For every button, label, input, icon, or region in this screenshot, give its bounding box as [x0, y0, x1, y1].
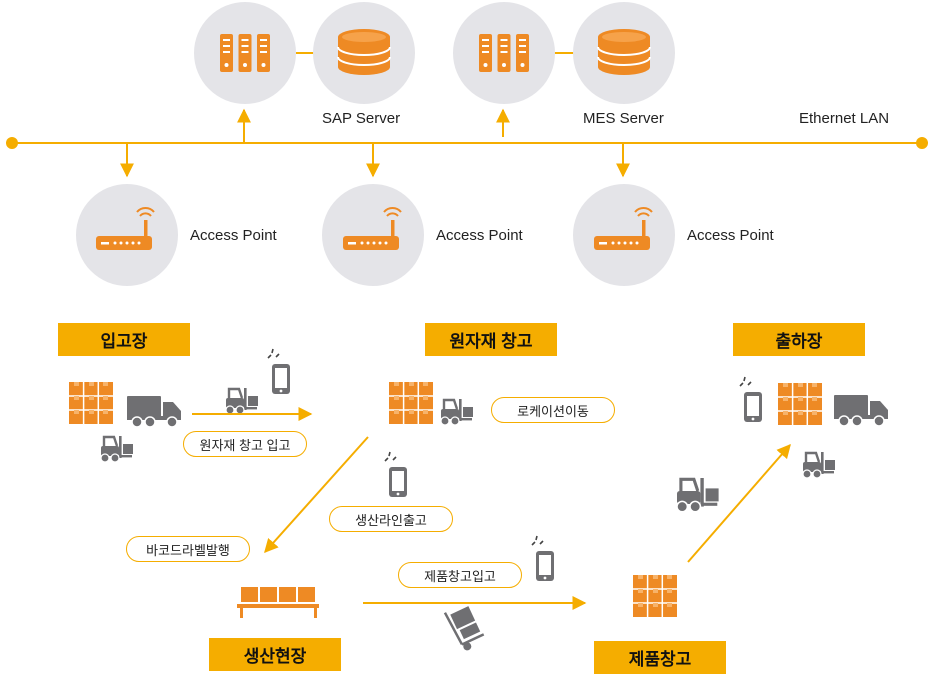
product-warehouse-zone-label: 제품창고: [594, 641, 726, 674]
production-zone-label: 생산현장: [209, 638, 341, 671]
access-point-label: Access Point: [687, 227, 774, 244]
access-point-1-node: [76, 184, 178, 286]
forklift-icon: [439, 397, 475, 427]
product-receiving-pill: 제품창고입고: [398, 562, 522, 588]
forklift-icon: [224, 386, 260, 416]
mes-server-label: MES Server: [583, 110, 664, 127]
conveyor-icon: [237, 587, 319, 618]
raw-warehouse-zone-label: 원자재 창고: [425, 323, 557, 356]
sap-rack-node: [194, 2, 296, 104]
mes-database-node: [573, 2, 675, 104]
access-point-3-node: [573, 184, 675, 286]
sap-server-label: SAP Server: [322, 110, 401, 127]
receiving-zone-label: 입고장: [58, 323, 190, 356]
truck-icon: [833, 394, 889, 427]
forklift-icon: [99, 434, 135, 464]
line-release-pill: 생산라인출고: [329, 506, 453, 532]
mobile-scanner-icon: [739, 376, 763, 423]
forklift-icon: [801, 450, 837, 480]
receiving-boxes-icon: [68, 381, 114, 425]
server-rack-icon: [479, 34, 529, 72]
location-move-pill: 로케이션이동: [491, 397, 615, 423]
product-to-shipping-arrow: [687, 443, 791, 563]
server-rack-icon: [220, 34, 270, 72]
barcode-issue-pill: 바코드라벨발행: [126, 536, 250, 562]
truck-icon: [126, 395, 182, 428]
shipping-zone-label: 출하장: [733, 323, 865, 356]
mobile-scanner-icon: [531, 535, 555, 582]
lan-right-endpoint: [916, 137, 928, 149]
hand-truck-icon: [443, 606, 485, 651]
mobile-scanner-icon: [267, 348, 291, 395]
raw-warehouse-boxes-icon: [388, 381, 434, 425]
access-point-label: Access Point: [436, 227, 523, 244]
sap-database-node: [313, 2, 415, 104]
forklift-icon: [675, 476, 721, 514]
mes-rack-node: [453, 2, 555, 104]
shipping-boxes-icon: [777, 382, 823, 426]
mobile-scanner-icon: [384, 451, 408, 498]
raw-receiving-pill: 원자재 창고 입고: [183, 431, 307, 457]
lan-left-endpoint: [6, 137, 18, 149]
ethernet-lan-label: Ethernet LAN: [799, 110, 890, 127]
access-point-label: Access Point: [190, 227, 277, 244]
product-boxes-icon: [632, 574, 678, 618]
database-icon: [597, 28, 651, 76]
raw-to-production-arrow: [264, 436, 369, 554]
access-point-2-node: [322, 184, 424, 286]
database-icon: [337, 28, 391, 76]
